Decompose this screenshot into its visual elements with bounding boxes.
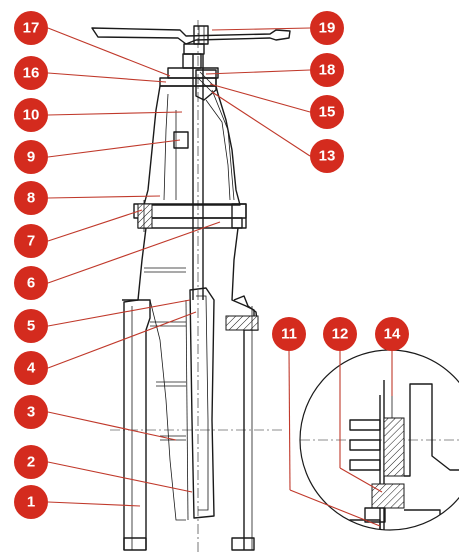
leader-lines: [47, 27, 393, 527]
valve-drawing: [91, 20, 291, 553]
handwheel: [91, 25, 291, 55]
leader-13: [211, 91, 311, 157]
leader-3: [47, 411, 177, 441]
leader-16: [47, 72, 167, 83]
part-badges: 17 16 10 9 8 7 6 5 4 3 2 1 19 18 15 13 1…: [14, 11, 409, 519]
svg-text:7: 7: [27, 233, 35, 250]
leader-2: [47, 461, 193, 493]
badge-13: 13: [310, 139, 344, 173]
svg-text:4: 4: [27, 360, 36, 377]
svg-text:2: 2: [27, 454, 35, 471]
badge-1: 1: [14, 485, 48, 519]
leader-15: [209, 83, 311, 113]
badge-5: 5: [14, 309, 48, 343]
leader-18: [205, 69, 311, 75]
svg-text:16: 16: [23, 65, 40, 82]
leader-10: [47, 111, 183, 116]
svg-text:3: 3: [27, 404, 35, 421]
leader-11: [288, 349, 291, 491]
leader-7: [47, 209, 143, 242]
svg-text:11: 11: [281, 326, 297, 343]
svg-text:15: 15: [319, 104, 336, 121]
badge-12: 12: [323, 317, 357, 351]
svg-text:8: 8: [27, 190, 35, 207]
badge-14: 14: [375, 317, 409, 351]
badge-7: 7: [14, 224, 48, 258]
svg-text:18: 18: [319, 62, 336, 79]
svg-text:1: 1: [27, 494, 35, 511]
badge-6: 6: [14, 266, 48, 300]
leader-19: [211, 27, 311, 31]
wedge-gate: [185, 287, 215, 521]
svg-text:10: 10: [23, 107, 40, 124]
badge-10: 10: [14, 98, 48, 132]
badge-19: 19: [310, 11, 344, 45]
badge-9: 9: [14, 140, 48, 174]
badge-11: 11: [272, 317, 306, 351]
svg-text:5: 5: [27, 318, 35, 335]
valve-body: [122, 227, 259, 551]
svg-text:12: 12: [332, 326, 349, 343]
badge-4: 4: [14, 351, 48, 385]
detail-view: [299, 349, 459, 531]
leader-5: [47, 299, 191, 327]
leader-12b: [339, 467, 383, 493]
leader-8: [47, 195, 161, 199]
leader-1: [47, 501, 141, 507]
bonnet-flange: [133, 200, 247, 232]
bonnet: [143, 85, 241, 206]
badge-2: 2: [14, 445, 48, 479]
leader-11b: [289, 489, 381, 527]
badge-8: 8: [14, 181, 48, 215]
svg-text:17: 17: [23, 20, 40, 37]
leader-6: [47, 221, 221, 284]
svg-text:13: 13: [319, 148, 336, 165]
svg-text:6: 6: [27, 275, 35, 292]
svg-text:19: 19: [319, 20, 336, 37]
leader-17: [47, 27, 171, 77]
gland-assembly: [159, 53, 219, 101]
badge-16: 16: [14, 56, 48, 90]
badge-17: 17: [14, 11, 48, 45]
badge-15: 15: [310, 95, 344, 129]
leader-9: [47, 139, 181, 158]
badge-18: 18: [310, 53, 344, 87]
badge-3: 3: [14, 395, 48, 429]
leader-4: [47, 311, 197, 369]
svg-text:14: 14: [384, 326, 401, 343]
svg-text:9: 9: [27, 149, 35, 166]
